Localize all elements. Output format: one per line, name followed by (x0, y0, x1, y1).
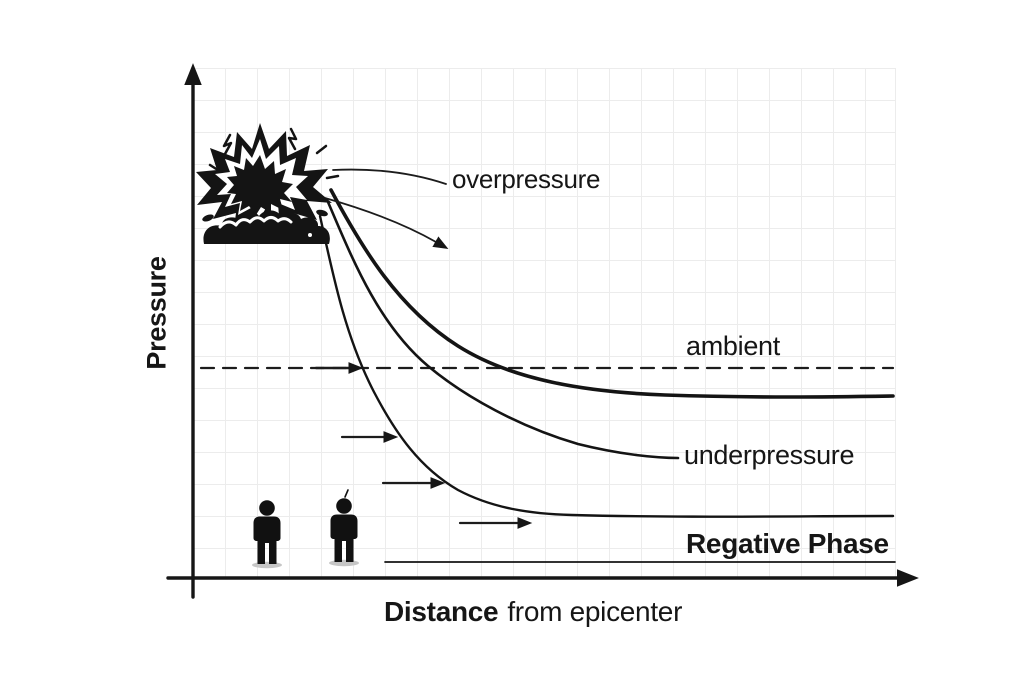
pressure-curves (318, 188, 896, 563)
underpressure-curve (326, 200, 680, 460)
overpressure-label: overpressure (452, 164, 601, 194)
axes (166, 63, 919, 599)
plot-grid (193, 68, 896, 577)
person-right-icon (329, 489, 359, 567)
underpressure-label: underpressure (684, 440, 855, 470)
overpressure-leader-line (332, 168, 447, 185)
ambient-label: ambient (686, 331, 780, 361)
x-axis-label-rest: from epicenter (507, 596, 683, 627)
overpressure-curve (329, 188, 895, 399)
negative-phase-curve (318, 214, 895, 518)
person-shadow (252, 561, 282, 569)
x-axis-label-emphasis: Distance (384, 596, 499, 627)
wave-direction-arrows (340, 431, 533, 529)
overpressure-pointer-arrow (324, 197, 449, 250)
x-axis-label: Distance from epicenter (384, 596, 682, 628)
person-shadow (329, 559, 359, 567)
negative-phase-label: Regative Phase (686, 528, 889, 559)
person-left-icon (252, 500, 282, 569)
explosion-icon (196, 123, 340, 244)
y-axis-label: Pressure (141, 256, 172, 370)
overpressure-pointers (324, 168, 449, 250)
